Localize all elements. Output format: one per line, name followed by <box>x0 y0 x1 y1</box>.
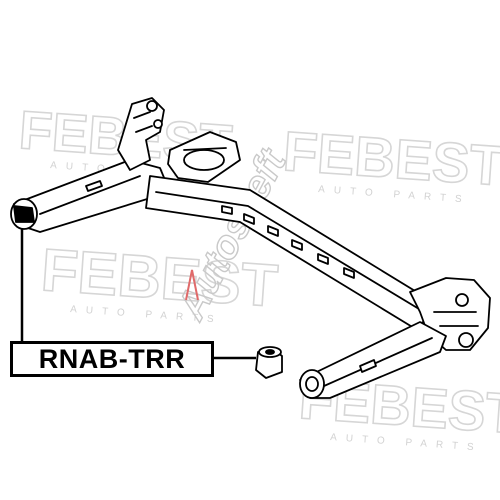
right-arm-slot <box>359 359 377 373</box>
left-knuckle-detail <box>133 111 153 133</box>
beam-hole <box>221 205 233 215</box>
logo-accent-mark <box>185 269 199 301</box>
cross-beam-edge <box>155 191 425 313</box>
watermark-top-right: FEBEST AUTO PARTS <box>280 118 500 205</box>
rear-axle-drawing <box>10 97 491 399</box>
left-bushing-insert <box>13 205 35 223</box>
right-knuckle-hole <box>455 293 469 307</box>
left-knuckle-hole <box>153 119 163 129</box>
right-arm-edge <box>323 337 433 387</box>
bushing-bore <box>265 349 275 355</box>
right-knuckle-hole <box>458 332 474 348</box>
beam-hole <box>267 225 279 237</box>
beam-hole <box>243 213 255 225</box>
left-knuckle-hole <box>146 100 158 112</box>
watermark-brand: FEBEST <box>281 119 500 197</box>
part-number-label: RNAB-TRR <box>10 341 214 377</box>
bushing-part <box>255 346 283 379</box>
left-arm-slot <box>85 180 103 192</box>
beam-hole <box>317 253 329 265</box>
beam-holes <box>221 205 355 279</box>
left-knuckle-bracket <box>117 97 165 171</box>
left-arm-edge <box>39 175 141 215</box>
left-spring-seat-cup <box>183 149 225 171</box>
right-knuckle-detail <box>433 311 479 327</box>
beam-hole <box>343 267 355 279</box>
right-bushing-core <box>305 376 319 392</box>
watermark-middle-left: FEBEST AUTO PARTS <box>38 235 280 325</box>
left-spring-seat-edge <box>183 147 227 151</box>
beam-hole <box>291 239 303 251</box>
leader-lines <box>20 228 256 360</box>
